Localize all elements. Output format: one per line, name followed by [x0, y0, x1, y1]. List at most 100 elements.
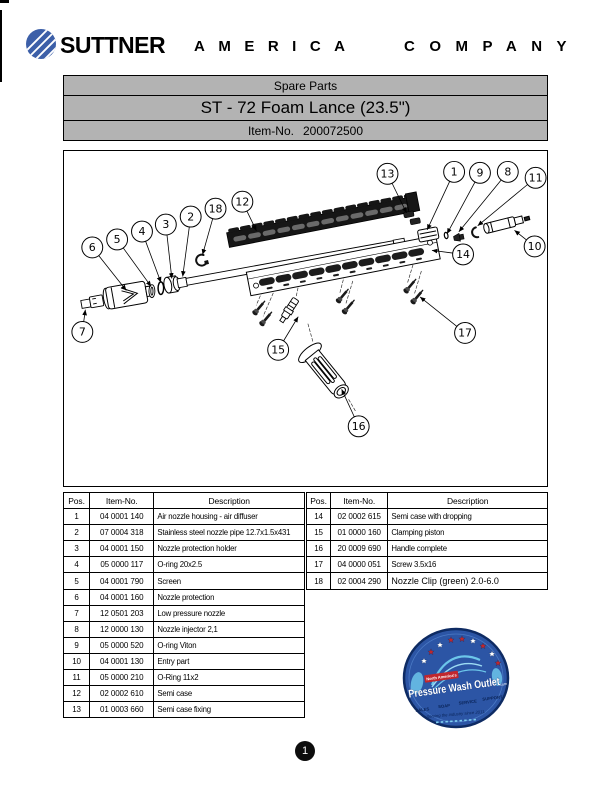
pos-cell: 9 [62, 636, 91, 654]
svg-text:11: 11 [529, 172, 543, 185]
suttner-logo-icon [26, 29, 56, 59]
callout-17: 17 [419, 296, 476, 344]
description-cell: Handle complete [387, 540, 548, 558]
pos-cell: 7 [62, 604, 91, 622]
scan-artifact-left [0, 10, 2, 82]
callout-7: 7 [71, 309, 94, 343]
callout-5: 5 [106, 228, 152, 287]
item-no-cell: 05 0000 210 [89, 669, 155, 687]
pos-cell: 2 [62, 524, 91, 542]
svg-text:7: 7 [79, 326, 86, 339]
part-semi-case-fixing [403, 210, 421, 225]
pressure-wash-outlet-badge: North America's Pressure Wash Outlet .co… [402, 627, 510, 729]
column-header: Description [387, 491, 548, 510]
part-semi-case-top [226, 191, 421, 248]
svg-text:10: 10 [528, 240, 542, 253]
item-no-cell: 04 0000 051 [330, 556, 389, 574]
pos-cell: 15 [305, 524, 332, 542]
svg-text:6: 6 [89, 241, 96, 254]
badge-service-support: SUPPORT [482, 694, 503, 701]
pos-cell: 12 [62, 685, 91, 703]
callout-1: 1 [426, 160, 466, 230]
part-clamping-piston [279, 297, 299, 324]
part-o-ring-11x2 [471, 226, 480, 239]
callout-6: 6 [81, 236, 127, 291]
description-cell: Semi case [153, 685, 305, 703]
item-no-cell: 20 0009 690 [330, 540, 389, 558]
column-header: Pos. [305, 491, 332, 510]
product-title-bar: ST - 72 Foam Lance (23.5") [63, 94, 548, 122]
pos-cell: 13 [62, 701, 91, 719]
pos-cell: 18 [305, 572, 332, 590]
callout-11: 11 [477, 166, 547, 226]
item-no-cell: 12 0000 130 [89, 620, 155, 638]
description-cell: Air nozzle housing - air diffuser [153, 508, 305, 526]
callout-3: 3 [154, 213, 177, 279]
spare-parts-label: Spare Parts [273, 78, 338, 93]
item-no-cell: 07 0004 318 [89, 524, 155, 542]
part-low-pressure-nozzle [80, 294, 105, 309]
svg-text:16: 16 [352, 420, 366, 433]
svg-text:9: 9 [476, 167, 483, 180]
description-cell: Screen [153, 572, 305, 590]
description-cell: Clamping piston [387, 524, 548, 542]
description-cell: Entry part [153, 652, 305, 671]
part-screen [148, 284, 156, 299]
description-cell: Stainless steel nozzle pipe 12.7x1.5x431 [153, 524, 305, 542]
part-o-ring-viton [443, 231, 449, 240]
part-nozzle-housing [102, 280, 152, 310]
pos-cell: 17 [305, 556, 332, 574]
page-number-badge: 1 [295, 741, 315, 761]
description-cell: Low pressure nozzle [153, 604, 305, 622]
pos-cell: 4 [62, 556, 91, 574]
pos-cell: 10 [62, 652, 91, 671]
page-number: 1 [301, 745, 309, 757]
brand-name: SUTTNER [60, 32, 166, 58]
item-no-cell: 01 0000 160 [330, 524, 389, 542]
svg-text:13: 13 [381, 168, 395, 181]
part-nozzle-clip [195, 253, 210, 267]
item-no-cell: 12 0501 203 [89, 604, 155, 622]
description-cell: Nozzle protection [153, 588, 305, 606]
description-cell: Nozzle protection holder [153, 540, 305, 558]
svg-text:1: 1 [451, 166, 458, 179]
pos-cell: 6 [62, 588, 91, 606]
item-no-cell: 04 0001 790 [89, 572, 155, 590]
item-no-cell: 02 0004 290 [330, 572, 389, 590]
callout-15: 15 [267, 316, 299, 361]
badge-tagline: Serving the industry since 2011. [426, 709, 485, 719]
part-nozzle-injector [453, 232, 465, 242]
callout-18: 18 [201, 197, 227, 255]
header-row: Pos.Item-No.Description [62, 491, 305, 510]
description-cell: O-ring Viton [153, 636, 305, 654]
svg-text:8: 8 [504, 166, 511, 179]
description-cell: Nozzle Clip (green) 2.0-6.0 [387, 572, 548, 590]
item-no-value: 200072500 [302, 123, 364, 138]
spare-parts-bar: Spare Parts [63, 75, 548, 96]
svg-text:17: 17 [458, 327, 472, 340]
pos-cell: 3 [62, 540, 91, 558]
callout-13: 13 [376, 162, 407, 214]
part-o-ring [157, 281, 165, 296]
header-row: Pos.Item-No.Description [305, 491, 548, 510]
description-cell: O-ring 20x2.5 [153, 556, 305, 574]
part-entry-part [483, 215, 531, 234]
svg-text:18: 18 [209, 202, 223, 215]
description-cell: Semi case with dropping [387, 508, 548, 526]
badge-service-service: SERVICE [458, 698, 477, 705]
callout-4: 4 [131, 220, 162, 283]
callout-12: 12 [231, 190, 257, 231]
badge-service-sales: SALES [415, 706, 430, 713]
